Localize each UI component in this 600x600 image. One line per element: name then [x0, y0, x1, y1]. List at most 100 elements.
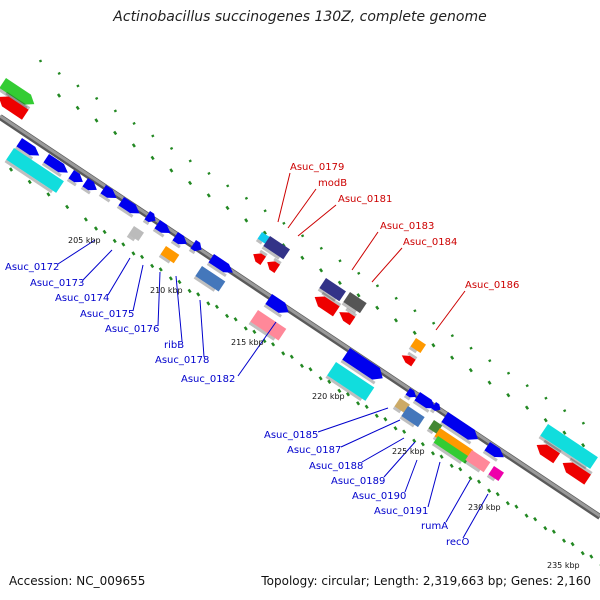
gene-asuc-0190-fwd[interactable] — [439, 412, 482, 447]
gene-ruma[interactable] — [463, 450, 491, 475]
gene-asuc-0183[interactable] — [317, 278, 346, 304]
genome-stats-text: Topology: circular; Length: 2,319,663 bp… — [261, 574, 591, 588]
cyan-feature[interactable] — [4, 148, 64, 195]
gene-grey[interactable] — [126, 226, 144, 243]
gene-label-reco[interactable]: recO — [446, 537, 470, 548]
gene-asuc-0176b[interactable] — [142, 211, 159, 227]
gene-ribb-fwd-2[interactable] — [170, 232, 190, 251]
gene-asuc-0186r[interactable] — [400, 350, 418, 367]
gc-dot — [139, 254, 145, 260]
gene-modb[interactable] — [261, 236, 290, 262]
gene-asuc-0172[interactable] — [14, 138, 42, 162]
gene-reco[interactable] — [486, 466, 504, 483]
gene-label-asuc-0175[interactable]: Asuc_0175 — [80, 309, 134, 320]
gc-dot — [393, 318, 399, 323]
gc-dot — [308, 367, 313, 372]
reverse-gene[interactable] — [0, 90, 31, 120]
gene-label-asuc-0181[interactable]: Asuc_0181 — [338, 194, 392, 205]
gc-dot — [300, 234, 305, 238]
gene-asuc-0175[interactable] — [98, 185, 120, 205]
gene-body — [536, 444, 560, 464]
gene-ribb-fwd[interactable] — [152, 220, 174, 240]
gene-shadow — [261, 245, 280, 260]
gene-asuc-0187-fwd[interactable] — [412, 392, 439, 415]
gene-asuc-0180[interactable] — [264, 256, 282, 273]
gene-label-ruma[interactable]: rumA — [421, 521, 448, 532]
gene-asuc-0183r[interactable] — [311, 290, 342, 317]
gene-label-ribb[interactable]: ribB — [164, 340, 184, 351]
gene-label-asuc-0184[interactable]: Asuc_0184 — [403, 237, 457, 248]
gene-asuc-0191-fwd[interactable] — [482, 442, 507, 464]
gene-shadow — [14, 146, 34, 160]
gene-asuc-0173b[interactable] — [66, 170, 86, 189]
gene-label-asuc-0176[interactable]: Asuc_0176 — [105, 324, 159, 335]
gene-label-asuc-0185[interactable]: Asuc_0185 — [264, 430, 318, 441]
gene-label-asuc-0173[interactable]: Asuc_0173 — [30, 278, 84, 289]
cyan-feature-right[interactable] — [538, 424, 598, 471]
gene-asuc-0178-fwd[interactable] — [188, 240, 205, 256]
gene-asuc-0173[interactable] — [41, 154, 71, 179]
gene-pink[interactable] — [248, 310, 287, 343]
gc-dot — [243, 326, 248, 331]
gene-shadow — [399, 415, 415, 428]
gc-dot — [356, 293, 361, 298]
gene-shadow — [80, 186, 91, 195]
gene-label-asuc-0189[interactable]: Asuc_0189 — [331, 476, 385, 487]
gene-small-1[interactable] — [403, 388, 418, 403]
gene-label-modb[interactable]: modB — [318, 178, 347, 189]
gene-body — [172, 232, 187, 245]
gene-asuc-0178[interactable] — [193, 266, 226, 294]
gene-body — [405, 388, 417, 398]
leader-asuc-0183 — [351, 231, 379, 271]
gene-asuc-0190[interactable] — [431, 436, 470, 466]
gc-dot — [319, 268, 324, 273]
gene-body — [6, 148, 64, 193]
gene-label-asuc-0188[interactable]: Asuc_0188 — [309, 461, 363, 472]
gc-dot — [169, 168, 174, 173]
gene-label-asuc-0183[interactable]: Asuc_0183 — [380, 221, 434, 232]
gene-label-asuc-0191[interactable]: Asuc_0191 — [374, 506, 428, 517]
gene-asuc-0178b[interactable] — [206, 254, 236, 279]
leader-asuc-0181 — [297, 204, 337, 237]
gene-asuc-0184[interactable] — [341, 292, 367, 316]
gene-shadow — [5, 91, 31, 110]
gene-asuc-0179[interactable] — [250, 248, 268, 265]
gc-dot — [412, 438, 417, 443]
rna-gene[interactable] — [0, 78, 38, 112]
gene-orange[interactable] — [158, 246, 180, 266]
gene-asuc-0182-fwd[interactable] — [263, 294, 292, 320]
reverse-gene-right-1[interactable] — [533, 438, 562, 464]
gene-asuc-0186[interactable] — [408, 338, 426, 355]
gene-asuc-0176[interactable] — [116, 197, 143, 220]
reverse-gene-right-2[interactable] — [559, 456, 593, 485]
gene-small-2[interactable] — [429, 402, 443, 416]
gc-dot — [488, 359, 492, 363]
gene-asuc-0184r[interactable] — [336, 306, 357, 326]
gc-dot — [112, 238, 117, 244]
gene-label-asuc-0178[interactable]: Asuc_0178 — [155, 355, 209, 366]
gene-label-asuc-0182[interactable]: Asuc_0182 — [181, 374, 235, 385]
gene-label-asuc-0190[interactable]: Asuc_0190 — [352, 491, 406, 502]
ruler-210kbp: 210 kbp — [150, 286, 183, 295]
gene-asuc-0187[interactable] — [399, 406, 425, 430]
gene-shadow — [66, 178, 77, 187]
gc-content-track — [8, 59, 600, 566]
gene-label-asuc-0179[interactable]: Asuc_0179 — [290, 162, 344, 173]
gene-shadow — [538, 435, 587, 470]
gene-shadow — [41, 162, 62, 178]
gene-asuc-0185-fwd[interactable] — [340, 348, 387, 387]
gene-label-asuc-0172[interactable]: Asuc_0172 — [5, 262, 59, 273]
gc-dot — [226, 184, 230, 188]
gene-cyan-220[interactable] — [325, 362, 375, 403]
gene-label-asuc-0186[interactable]: Asuc_0186 — [465, 280, 519, 291]
leader-asuc-0178 — [199, 299, 205, 358]
gc-dot — [505, 501, 510, 506]
gene-label-asuc-0174[interactable]: Asuc_0174 — [55, 293, 109, 304]
gene-shadow — [206, 262, 227, 278]
gene-label-asuc-0187[interactable]: Asuc_0187 — [287, 445, 341, 456]
leader-ribb — [175, 275, 183, 342]
gene-asuc-0174[interactable] — [80, 178, 100, 197]
leader-asuc-0187 — [340, 419, 401, 448]
gene-shadow — [463, 459, 481, 473]
